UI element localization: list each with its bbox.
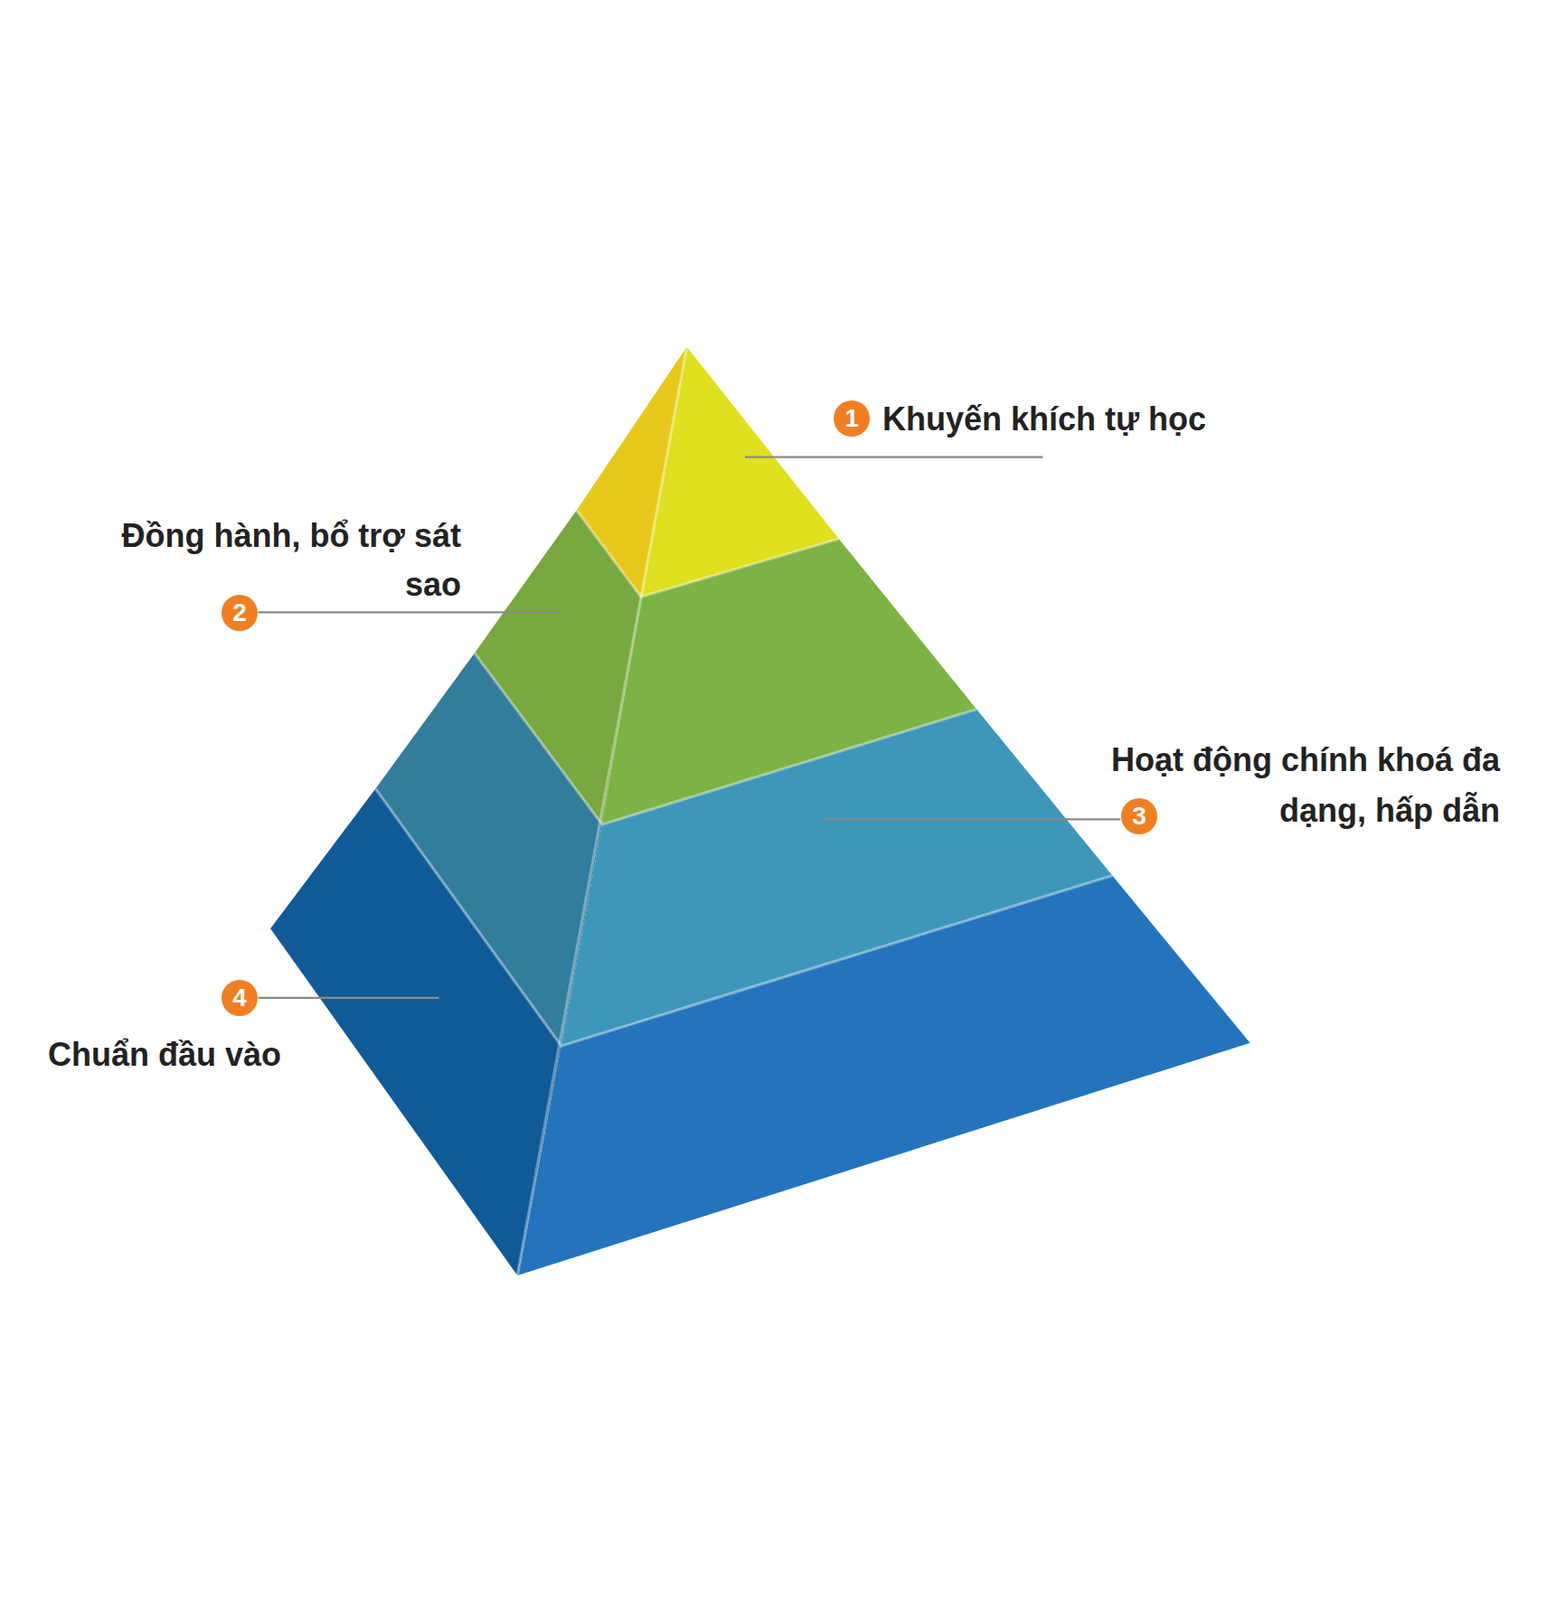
callout-number: 4	[221, 980, 258, 1017]
leader-line	[745, 456, 1044, 459]
leader-line	[258, 611, 560, 614]
pyramid-band	[641, 347, 840, 598]
leader-line	[258, 997, 440, 1000]
leader-line	[824, 818, 1121, 821]
callout-number: 2	[221, 594, 258, 632]
callout-label: Khuyến khích tự học	[882, 396, 1207, 442]
callout-label: Đồng hành, bổ trợ sát sao	[90, 511, 462, 610]
callout-label: Chuẩn đầu vào	[47, 1032, 282, 1077]
callout-number: 1	[833, 400, 870, 437]
callout-number: 3	[1121, 798, 1158, 835]
